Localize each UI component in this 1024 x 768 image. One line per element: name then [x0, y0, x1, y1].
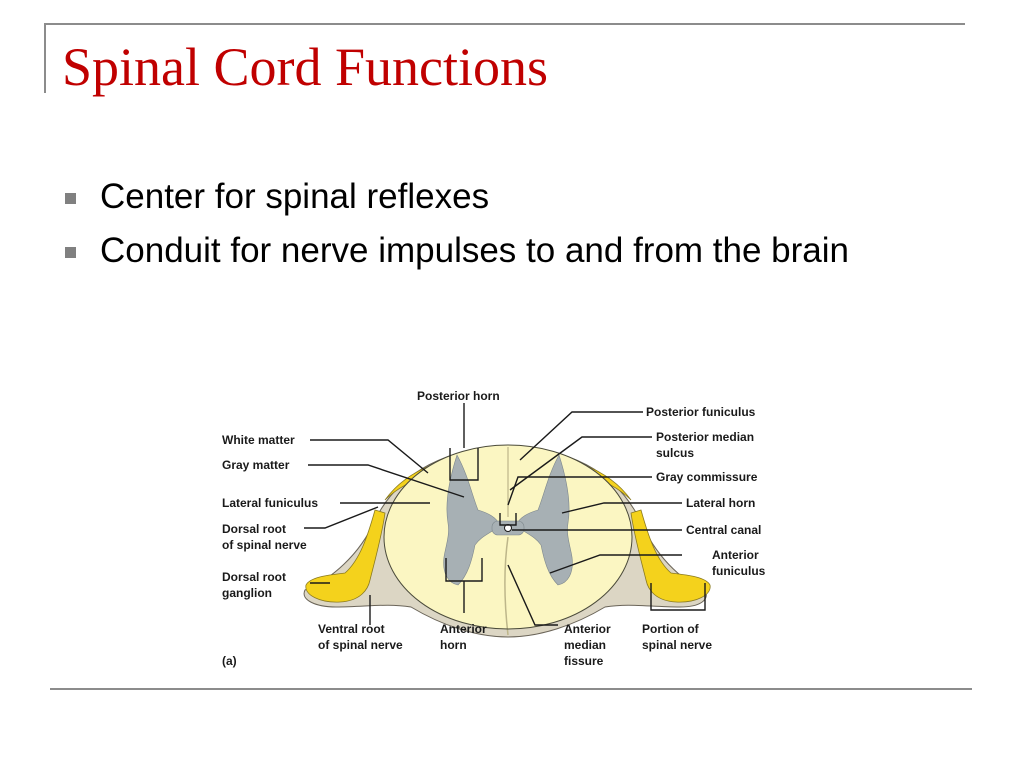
bullet-item: Center for spinal reflexes [62, 172, 942, 222]
right-spinal-nerve [630, 509, 711, 603]
left-spinal-nerve [305, 509, 386, 603]
leader-lines [304, 403, 706, 626]
label-dorsal-root-ganglion-line2: ganglion [222, 586, 272, 600]
spinal-cord-diagram: Posterior horn White matter Gray matter … [210, 385, 800, 675]
square-bullet-icon [65, 247, 76, 258]
label-portion-spinal-nerve-line1: Portion of [642, 622, 700, 636]
label-dorsal-root-line1: Dorsal root [222, 522, 286, 536]
label-dorsal-root-line2: of spinal nerve [222, 538, 307, 552]
slide-frame-bottom-line [50, 688, 972, 690]
label-gray-commissure: Gray commissure [656, 470, 758, 484]
bullet-list: Center for spinal reflexes Conduit for n… [62, 172, 942, 280]
bullet-item: Conduit for nerve impulses to and from t… [62, 226, 942, 276]
label-lateral-funiculus: Lateral funiculus [222, 496, 318, 510]
label-posterior-horn: Posterior horn [417, 389, 500, 403]
label-anterior-funiculus-line1: Anterior [712, 548, 759, 562]
slide-title: Spinal Cord Functions [62, 37, 549, 97]
label-gray-matter: Gray matter [222, 458, 290, 472]
label-ventral-root-line1: Ventral root [318, 622, 385, 636]
label-anterior-horn-line2: horn [440, 638, 467, 652]
label-panel-a: (a) [222, 654, 237, 668]
label-white-matter: White matter [222, 433, 295, 447]
label-anterior-funiculus-line2: funiculus [712, 564, 766, 578]
slide-frame-left-line [44, 23, 46, 93]
bullet-text: Center for spinal reflexes [100, 177, 490, 216]
label-ventral-root-line2: of spinal nerve [318, 638, 403, 652]
bullet-text: Conduit for nerve impulses to and from t… [100, 231, 849, 270]
gray-matter-right [515, 454, 573, 586]
label-posterior-funiculus: Posterior funiculus [646, 405, 756, 419]
white-matter-outline [383, 444, 633, 630]
label-posterior-median-sulcus-line2: sulcus [656, 446, 694, 460]
label-posterior-median-sulcus-line1: Posterior median [656, 430, 754, 444]
label-anterior-median-fissure-line3: fissure [564, 654, 604, 668]
anterior-median-fissure [504, 536, 509, 636]
label-lateral-horn: Lateral horn [686, 496, 755, 510]
label-anterior-median-fissure-line2: median [564, 638, 606, 652]
spinal-cord-cross-section-svg: Posterior horn White matter Gray matter … [222, 389, 766, 668]
label-dorsal-root-ganglion-line1: Dorsal root [222, 570, 286, 584]
square-bullet-icon [65, 193, 76, 204]
label-anterior-median-fissure-line1: Anterior [564, 622, 611, 636]
label-central-canal: Central canal [686, 523, 761, 537]
gray-matter-left [443, 454, 501, 586]
label-portion-spinal-nerve-line2: spinal nerve [642, 638, 712, 652]
slide-frame-top-line [44, 23, 965, 25]
label-anterior-horn-line1: Anterior [440, 622, 487, 636]
